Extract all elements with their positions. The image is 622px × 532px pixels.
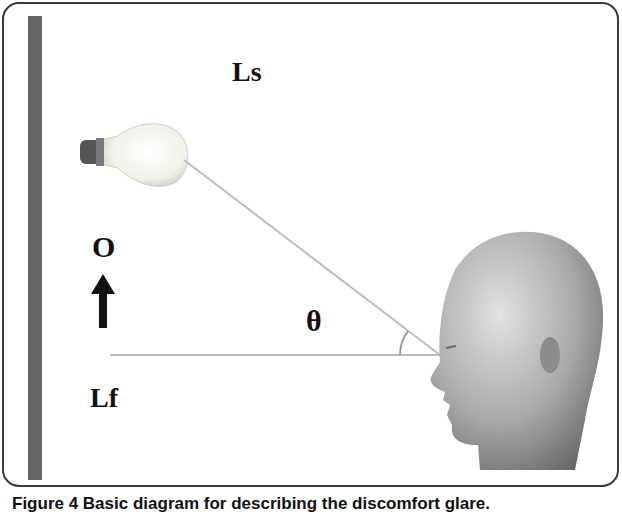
light-bulb <box>80 124 188 187</box>
luminance-label: Lf <box>90 384 118 412</box>
angle-arc <box>400 331 408 355</box>
observer-head <box>431 232 603 470</box>
direction-label: O <box>92 232 115 262</box>
figure-frame <box>3 3 618 486</box>
line-of-sight <box>110 354 440 356</box>
angle-label: θ <box>306 306 322 336</box>
up-arrow <box>91 274 115 328</box>
wall <box>28 16 42 480</box>
sight-line-to-source <box>184 160 440 355</box>
luminance-label: Ls <box>232 58 262 86</box>
figure-caption: Figure 4 Basic diagram for describing th… <box>12 494 612 514</box>
